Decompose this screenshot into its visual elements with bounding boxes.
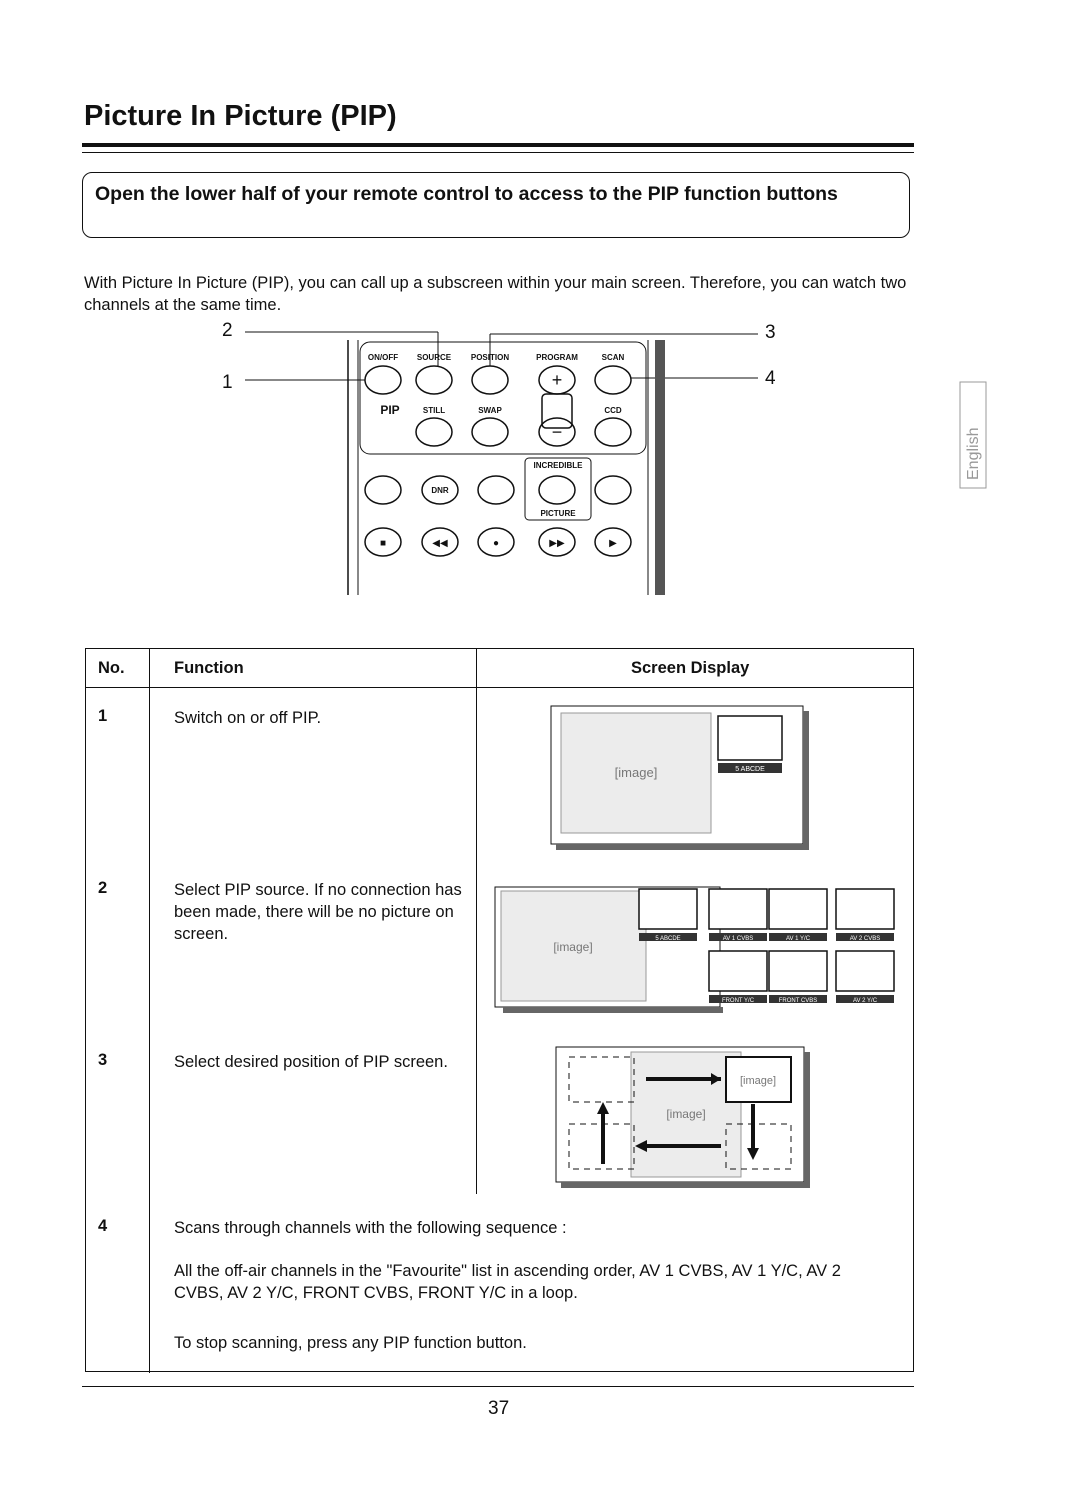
- bottom-rule: [82, 1386, 914, 1387]
- remote-button-source: [415, 365, 453, 395]
- title-rule-thick: [82, 143, 914, 147]
- remote-button-row2-3: [594, 417, 632, 447]
- svg-text:[image]: [image]: [666, 1107, 705, 1121]
- program-plus-label: +: [552, 370, 563, 390]
- remote-label-program: PROGRAM: [536, 353, 578, 362]
- pip-thumb-tagbar-2: [769, 933, 827, 941]
- svg-text:[image]: [image]: [615, 765, 658, 780]
- transport-glyph-2: ●: [493, 538, 499, 549]
- pip-thumb-2: [768, 888, 828, 930]
- screen-display-2: [image] 5 ABCDE AV 1 CVBS AV 1 Y/C AV 2 CVB…: [494, 886, 895, 1013]
- callout-2: 2: [222, 320, 233, 341]
- header-rule: [86, 687, 913, 688]
- row-1-function: Switch on or off PIP.: [174, 709, 322, 727]
- remote-button-transport-3: [538, 527, 576, 557]
- remote-button-scan: [594, 365, 632, 395]
- pip-thumb-tag-1: AV 1 CVBS: [723, 936, 754, 942]
- program-minus-label: −: [552, 422, 563, 442]
- remote-button-row3-4: [594, 475, 632, 505]
- pip-thumb-tag-4: FRONT Y/C: [722, 998, 755, 1004]
- pip-thumb-tagbar-4: [709, 995, 767, 1003]
- incredible-picture-box: [524, 457, 592, 521]
- remote-label-dnr: DNR: [431, 486, 449, 495]
- callout-4: 4: [765, 368, 776, 389]
- row-4-note: To stop scanning, press any PIP function…: [174, 1334, 527, 1352]
- remote-label-source: SOURCE: [417, 353, 452, 362]
- pip-thumb-4: [708, 950, 768, 992]
- pip-thumb-tagbar-0: [639, 933, 697, 941]
- screen-display-3: [image] [image]: [555, 1046, 810, 1188]
- pip-thumb-tag-0: 5 ABCDE: [655, 936, 680, 942]
- row-4-number: 4: [98, 1217, 108, 1235]
- transport-glyph-4: ▶: [609, 538, 617, 549]
- remote-button-row2-0: [415, 417, 453, 447]
- pip-thumb-0: [638, 888, 698, 930]
- pip-thumb-tagbar-1: [709, 933, 767, 941]
- pip-thumb-tag-3: AV 2 CVBS: [850, 936, 881, 942]
- screen-display-1: [image] 5 ABCDE: [550, 705, 809, 850]
- row-3-number: 3: [98, 1051, 108, 1069]
- instruction-box: Open the lower half of your remote contr…: [82, 172, 910, 238]
- remote-label-picture: PICTURE: [540, 509, 576, 518]
- page-number: 37: [488, 1398, 510, 1419]
- transport-glyph-3: ▶▶: [549, 538, 565, 549]
- row-2-number: 2: [98, 879, 108, 897]
- callout-1: 1: [222, 372, 233, 393]
- program-rocker: [541, 393, 573, 429]
- header-no: No.: [98, 659, 125, 677]
- remote-label-still: STILL: [423, 406, 445, 415]
- page-title: Picture In Picture (PIP): [84, 100, 397, 132]
- intro-paragraph: With Picture In Picture (PIP), you can c…: [84, 274, 907, 314]
- title-rule-thin: [82, 152, 914, 153]
- language-tab-text: English: [965, 428, 982, 480]
- pip-thumb-tagbar-6: [836, 995, 894, 1003]
- pip-thumb-tag-6: AV 2 Y/C: [853, 998, 878, 1004]
- pip-thumb-1: [708, 888, 768, 930]
- remote-label-position: POSITION: [471, 353, 509, 362]
- screen-1-tag: 5 ABCDE: [735, 766, 765, 773]
- row-3-function: Select desired position of PIP screen.: [174, 1053, 448, 1071]
- header-function: Function: [174, 659, 244, 677]
- row-4-detail: All the off-air channels in the "Favouri…: [174, 1262, 841, 1302]
- row-4-function: Scans through channels with the followin…: [174, 1219, 567, 1237]
- remote-label-scan: SCAN: [602, 353, 625, 362]
- pip-thumb-tag-5: FRONT CVBS: [779, 998, 818, 1004]
- row-1-number: 1: [98, 707, 108, 725]
- remote-button-row3-0: [364, 475, 402, 505]
- remote-button-onoff: [364, 365, 402, 395]
- remote-button-transport-4: [594, 527, 632, 557]
- remote-button-row3-3: [538, 475, 576, 505]
- col-divider-2: [476, 649, 477, 1194]
- pip-thumb-6: [835, 950, 895, 992]
- remote-label-ccd: CCD: [604, 406, 622, 415]
- remote-button-transport-2: [477, 527, 515, 557]
- remote-button-row3-1: [421, 475, 459, 505]
- pip-thumb-tagbar-5: [769, 995, 827, 1003]
- svg-text:[image]: [image]: [740, 1075, 776, 1087]
- header-screen-display: Screen Display: [631, 659, 750, 677]
- pip-thumb-3: [835, 888, 895, 930]
- remote-button-transport-0: [364, 527, 402, 557]
- language-tab: English: [959, 381, 987, 489]
- transport-glyph-1: ◀◀: [432, 538, 448, 549]
- callout-3: 3: [765, 322, 776, 343]
- remote-button-row2-2: [538, 417, 576, 447]
- pip-thumb-5: [768, 950, 828, 992]
- remote-button-row3-2: [477, 475, 515, 505]
- remote-label-pip: PIP: [380, 403, 399, 417]
- remote-button-position: [471, 365, 509, 395]
- remote-label-incredible: INCREDIBLE: [534, 461, 584, 470]
- pip-thumb-tag-2: AV 1 Y/C: [786, 936, 811, 942]
- remote-button-transport-1: [421, 527, 459, 557]
- transport-glyph-0: ■: [380, 538, 386, 549]
- remote-button-row2-1: [471, 417, 509, 447]
- remote-label-onoff: ON/OFF: [368, 353, 398, 362]
- svg-text:[image]: [image]: [553, 940, 592, 954]
- remote-control-illustration: ON/OFF SOURCE POSITION PROGRAM SCAN + PIP STILL…: [245, 331, 758, 595]
- row-2-function: Select PIP source. If no connection has …: [174, 881, 462, 943]
- col-divider-1: [149, 649, 150, 1373]
- function-table: No. Function Screen Display 1 Switch on …: [85, 648, 914, 1373]
- remote-label-swap: SWAP: [478, 406, 502, 415]
- pip-thumb-tagbar-3: [836, 933, 894, 941]
